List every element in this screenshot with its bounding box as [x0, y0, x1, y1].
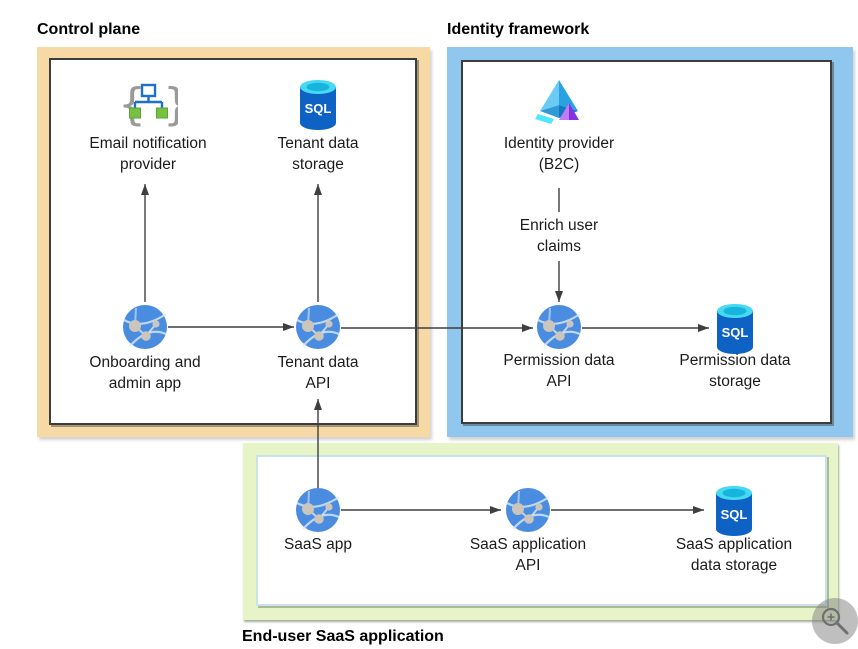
- svg-text:SQL: SQL: [722, 325, 749, 340]
- svg-text:}: }: [163, 81, 178, 127]
- control-plane-title: Control plane: [37, 21, 141, 38]
- svg-text:SQL: SQL: [305, 101, 332, 116]
- braces-hierarchy-icon: { }: [118, 81, 178, 127]
- sql-database-icon: SQL: [716, 486, 752, 536]
- identity-provider-b2c-label: Identity provider(B2C): [503, 135, 615, 173]
- identity-framework-inner-box: [461, 60, 832, 424]
- identity-framework-title: Identity framework: [447, 21, 590, 38]
- svg-text:SQL: SQL: [721, 507, 748, 522]
- identity-framework-region: [447, 47, 853, 437]
- control-plane-inner-box: [49, 58, 417, 425]
- sql-database-icon: SQL: [717, 304, 753, 354]
- saas-app-label: SaaS app: [283, 536, 353, 553]
- end-user-saas-title: End-user SaaS application: [242, 628, 444, 645]
- globe-api-icon: [506, 488, 550, 532]
- zoom-badge[interactable]: [812, 598, 858, 644]
- globe-api-icon: [296, 488, 340, 532]
- identity-b2c-icon: [535, 80, 579, 124]
- control-plane-region: [37, 47, 430, 437]
- globe-api-icon: [296, 305, 340, 349]
- sql-database-icon: SQL: [300, 80, 336, 130]
- globe-api-icon: [537, 305, 581, 349]
- globe-api-icon: [123, 305, 167, 349]
- magnifier-icon: [821, 607, 849, 635]
